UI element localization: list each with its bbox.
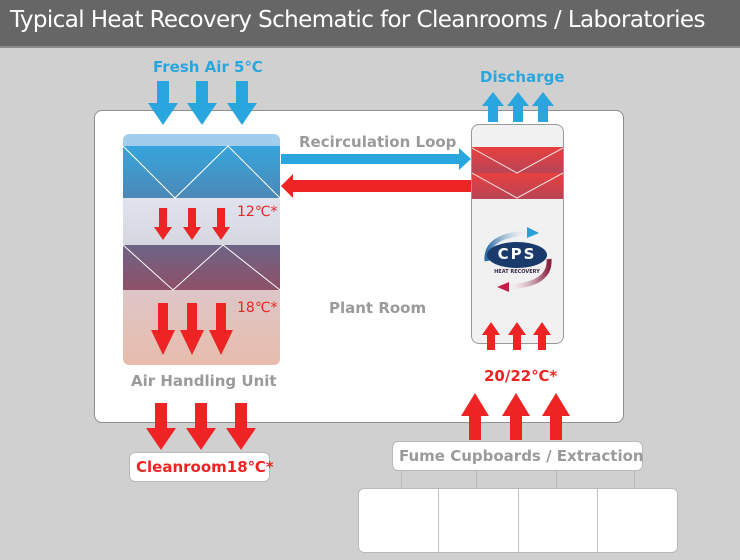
supply-arrow-icon [226,403,256,450]
fresh-air-label: Fresh Air 5℃ [153,58,263,76]
extract-arrow-icon [508,322,526,350]
fume-badge: Fume Cupboards / Extraction [392,441,644,471]
airflow-arrow-icon [154,208,172,240]
fresh-air-arrow-icon [187,81,217,125]
recirculation-arrow-right-icon [281,148,471,170]
coil-fins-purple [123,244,280,291]
discharge-arrow-icon [482,92,504,122]
fume-connector-2 [476,470,477,488]
recirculation-label: Recirculation Loop [299,133,457,151]
title-bar: Typical Heat Recovery Schematic for Clea… [0,0,740,48]
fume-extract-arrow-icon [542,393,570,440]
temp-18-label: 18℃* [237,300,278,316]
cleanroom-badge: Cleanroom18℃* [129,452,274,482]
coil-fins-blue [123,145,280,199]
airflow-arrow-icon [209,303,233,355]
fume-connector-4 [634,470,635,488]
fume-label: Fume Cupboards / Extraction [399,447,644,465]
fresh-air-arrow-icon [148,81,178,125]
air-handling-unit [123,134,280,365]
ahu-mid-chamber [123,198,280,245]
ahu-supply-chamber [123,290,280,365]
airflow-arrow-icon [151,303,175,355]
extract-arrow-icon [533,322,551,350]
discharge-arrow-icon [507,92,529,122]
ahu-label: Air Handling Unit [131,372,277,390]
cps-coil-upper [472,147,563,173]
supply-arrow-icon [186,403,216,450]
logo-tagline: HEAT RECOVERY [494,269,540,275]
logo-arrow-left-icon [497,282,509,292]
airflow-arrow-icon [183,208,201,240]
ahu-intake-band [123,134,280,146]
fume-connector-1 [401,470,402,488]
cleanroom-label: Cleanroom18℃* [136,458,274,476]
extract-temp-label: 20/22℃* [484,367,558,385]
extract-arrow-icon [482,322,500,350]
recirculation-arrow-left-icon [281,174,471,198]
ahu-heating-coil [123,245,280,290]
fume-cupboard [359,489,439,552]
cps-logo: CPS HEAT RECOVERY [477,223,557,297]
temp-12-label: 12℃* [237,204,278,220]
fume-connector-3 [556,470,557,488]
cps-coil-lower [472,173,563,199]
supply-arrow-icon [146,403,176,450]
page-title: Typical Heat Recovery Schematic for Clea… [10,7,705,33]
discharge-arrow-icon [532,92,554,122]
airflow-arrow-icon [212,208,230,240]
airflow-arrow-icon [180,303,204,355]
fume-cupboard [439,489,519,552]
logo-brand: CPS [497,245,537,263]
fume-extract-arrow-icon [502,393,530,440]
fume-cupboard-row [358,488,678,553]
fume-extract-arrow-icon [461,393,489,440]
logo-arrow-right-icon [527,227,539,238]
fume-cupboard [519,489,599,552]
plant-room-label: Plant Room [329,299,427,317]
fresh-air-arrow-icon [227,81,257,125]
discharge-label: Discharge [480,68,565,86]
cps-heat-recovery-unit: CPS HEAT RECOVERY [471,124,564,344]
